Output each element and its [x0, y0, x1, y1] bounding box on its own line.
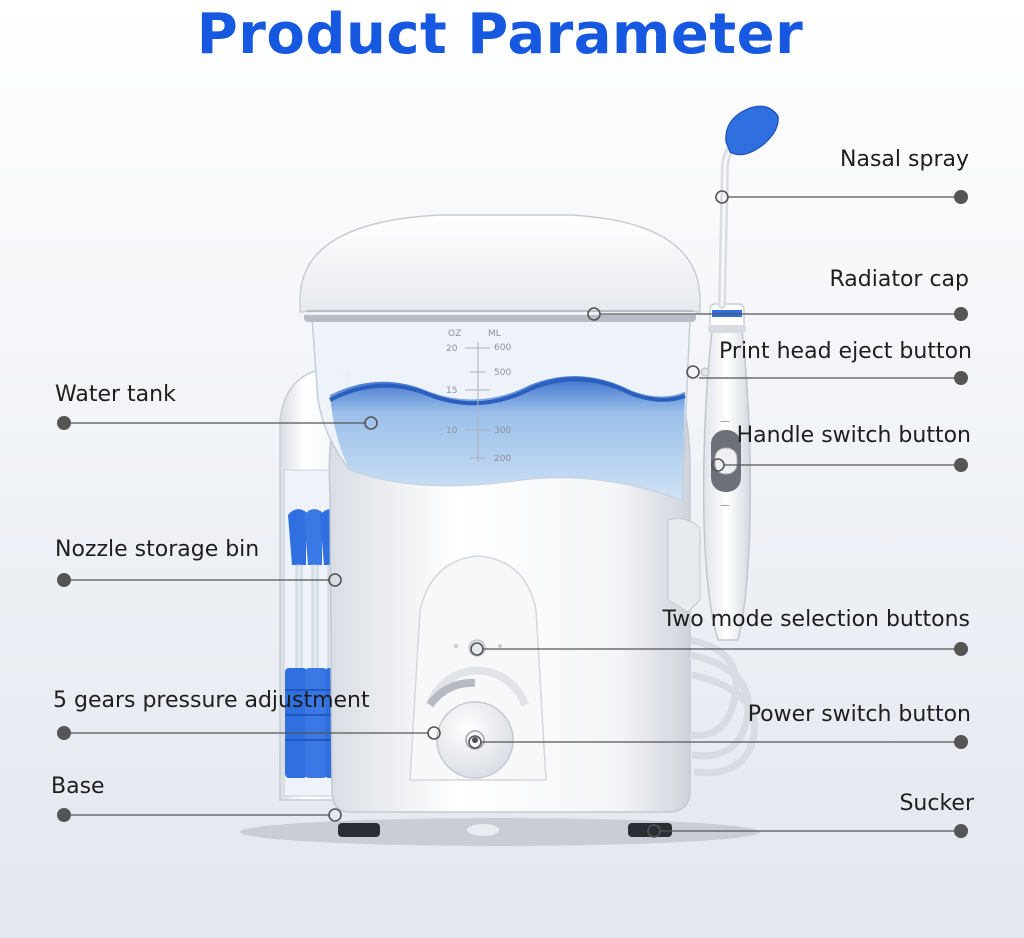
- pressure-arc: [426, 666, 529, 707]
- scale-oz-2: 10: [446, 426, 458, 436]
- page-title: Product Parameter: [196, 2, 804, 67]
- label-water-tank: Water tank: [55, 382, 176, 407]
- scale-ml-header: ML: [488, 329, 501, 339]
- leader-target-rings: [328, 190, 729, 838]
- label-two-mode-selection: Two mode selection buttons: [662, 607, 970, 632]
- nasal-spray-tip: [725, 105, 779, 156]
- coiled-hose: [689, 636, 758, 777]
- handle-collar-ring: [708, 325, 746, 333]
- handle-switch-button[interactable]: [714, 447, 738, 475]
- pressure-arc-fill: [426, 678, 476, 708]
- tank-scale: OZ ML 20 15 10 600 500 300 200: [446, 329, 511, 464]
- label-base: Base: [51, 774, 105, 799]
- print-head-eject-button[interactable]: [700, 367, 710, 377]
- label-print-head-eject: Print head eject button: [719, 339, 972, 364]
- cap-chrome-band: [304, 310, 696, 322]
- power-button-dot: [472, 737, 478, 743]
- handle-holder: [667, 518, 701, 613]
- leader-lines: [64, 196, 961, 832]
- scale-ml-0: 600: [494, 343, 511, 353]
- water: [330, 376, 685, 500]
- label-power-switch: Power switch button: [747, 702, 971, 727]
- scale-oz-1: 15: [446, 386, 457, 396]
- label-sucker: Sucker: [899, 791, 974, 816]
- scale-oz-0: 20: [446, 344, 458, 354]
- scale-ml-2: 300: [494, 426, 511, 436]
- switch-mark-off: —: [720, 500, 730, 511]
- label-radiator-cap: Radiator cap: [829, 267, 969, 292]
- mode-led-left: [454, 644, 458, 648]
- sucker-left: [338, 823, 380, 837]
- switch-mark-on: —: [720, 416, 730, 427]
- base-front-foot: [467, 824, 499, 836]
- leader-end-dots: [57, 190, 968, 838]
- floor-shadow: [240, 818, 760, 846]
- mode-led-right: [498, 644, 502, 648]
- label-pressure-adjustment: 5 gears pressure adjustment: [53, 688, 370, 713]
- label-nozzle-storage-bin: Nozzle storage bin: [55, 537, 260, 562]
- label-nasal-spray: Nasal spray: [840, 147, 969, 172]
- sucker-right: [628, 823, 672, 837]
- scale-ml-3: 200: [494, 454, 511, 464]
- label-handle-switch: Handle switch button: [736, 423, 971, 448]
- water-wave-crest: [329, 377, 686, 406]
- radiator-cap: [299, 214, 701, 313]
- scale-oz-header: OZ: [448, 329, 461, 339]
- cap-chrome-highlight: [304, 312, 696, 315]
- scale-ml-1: 500: [494, 368, 511, 378]
